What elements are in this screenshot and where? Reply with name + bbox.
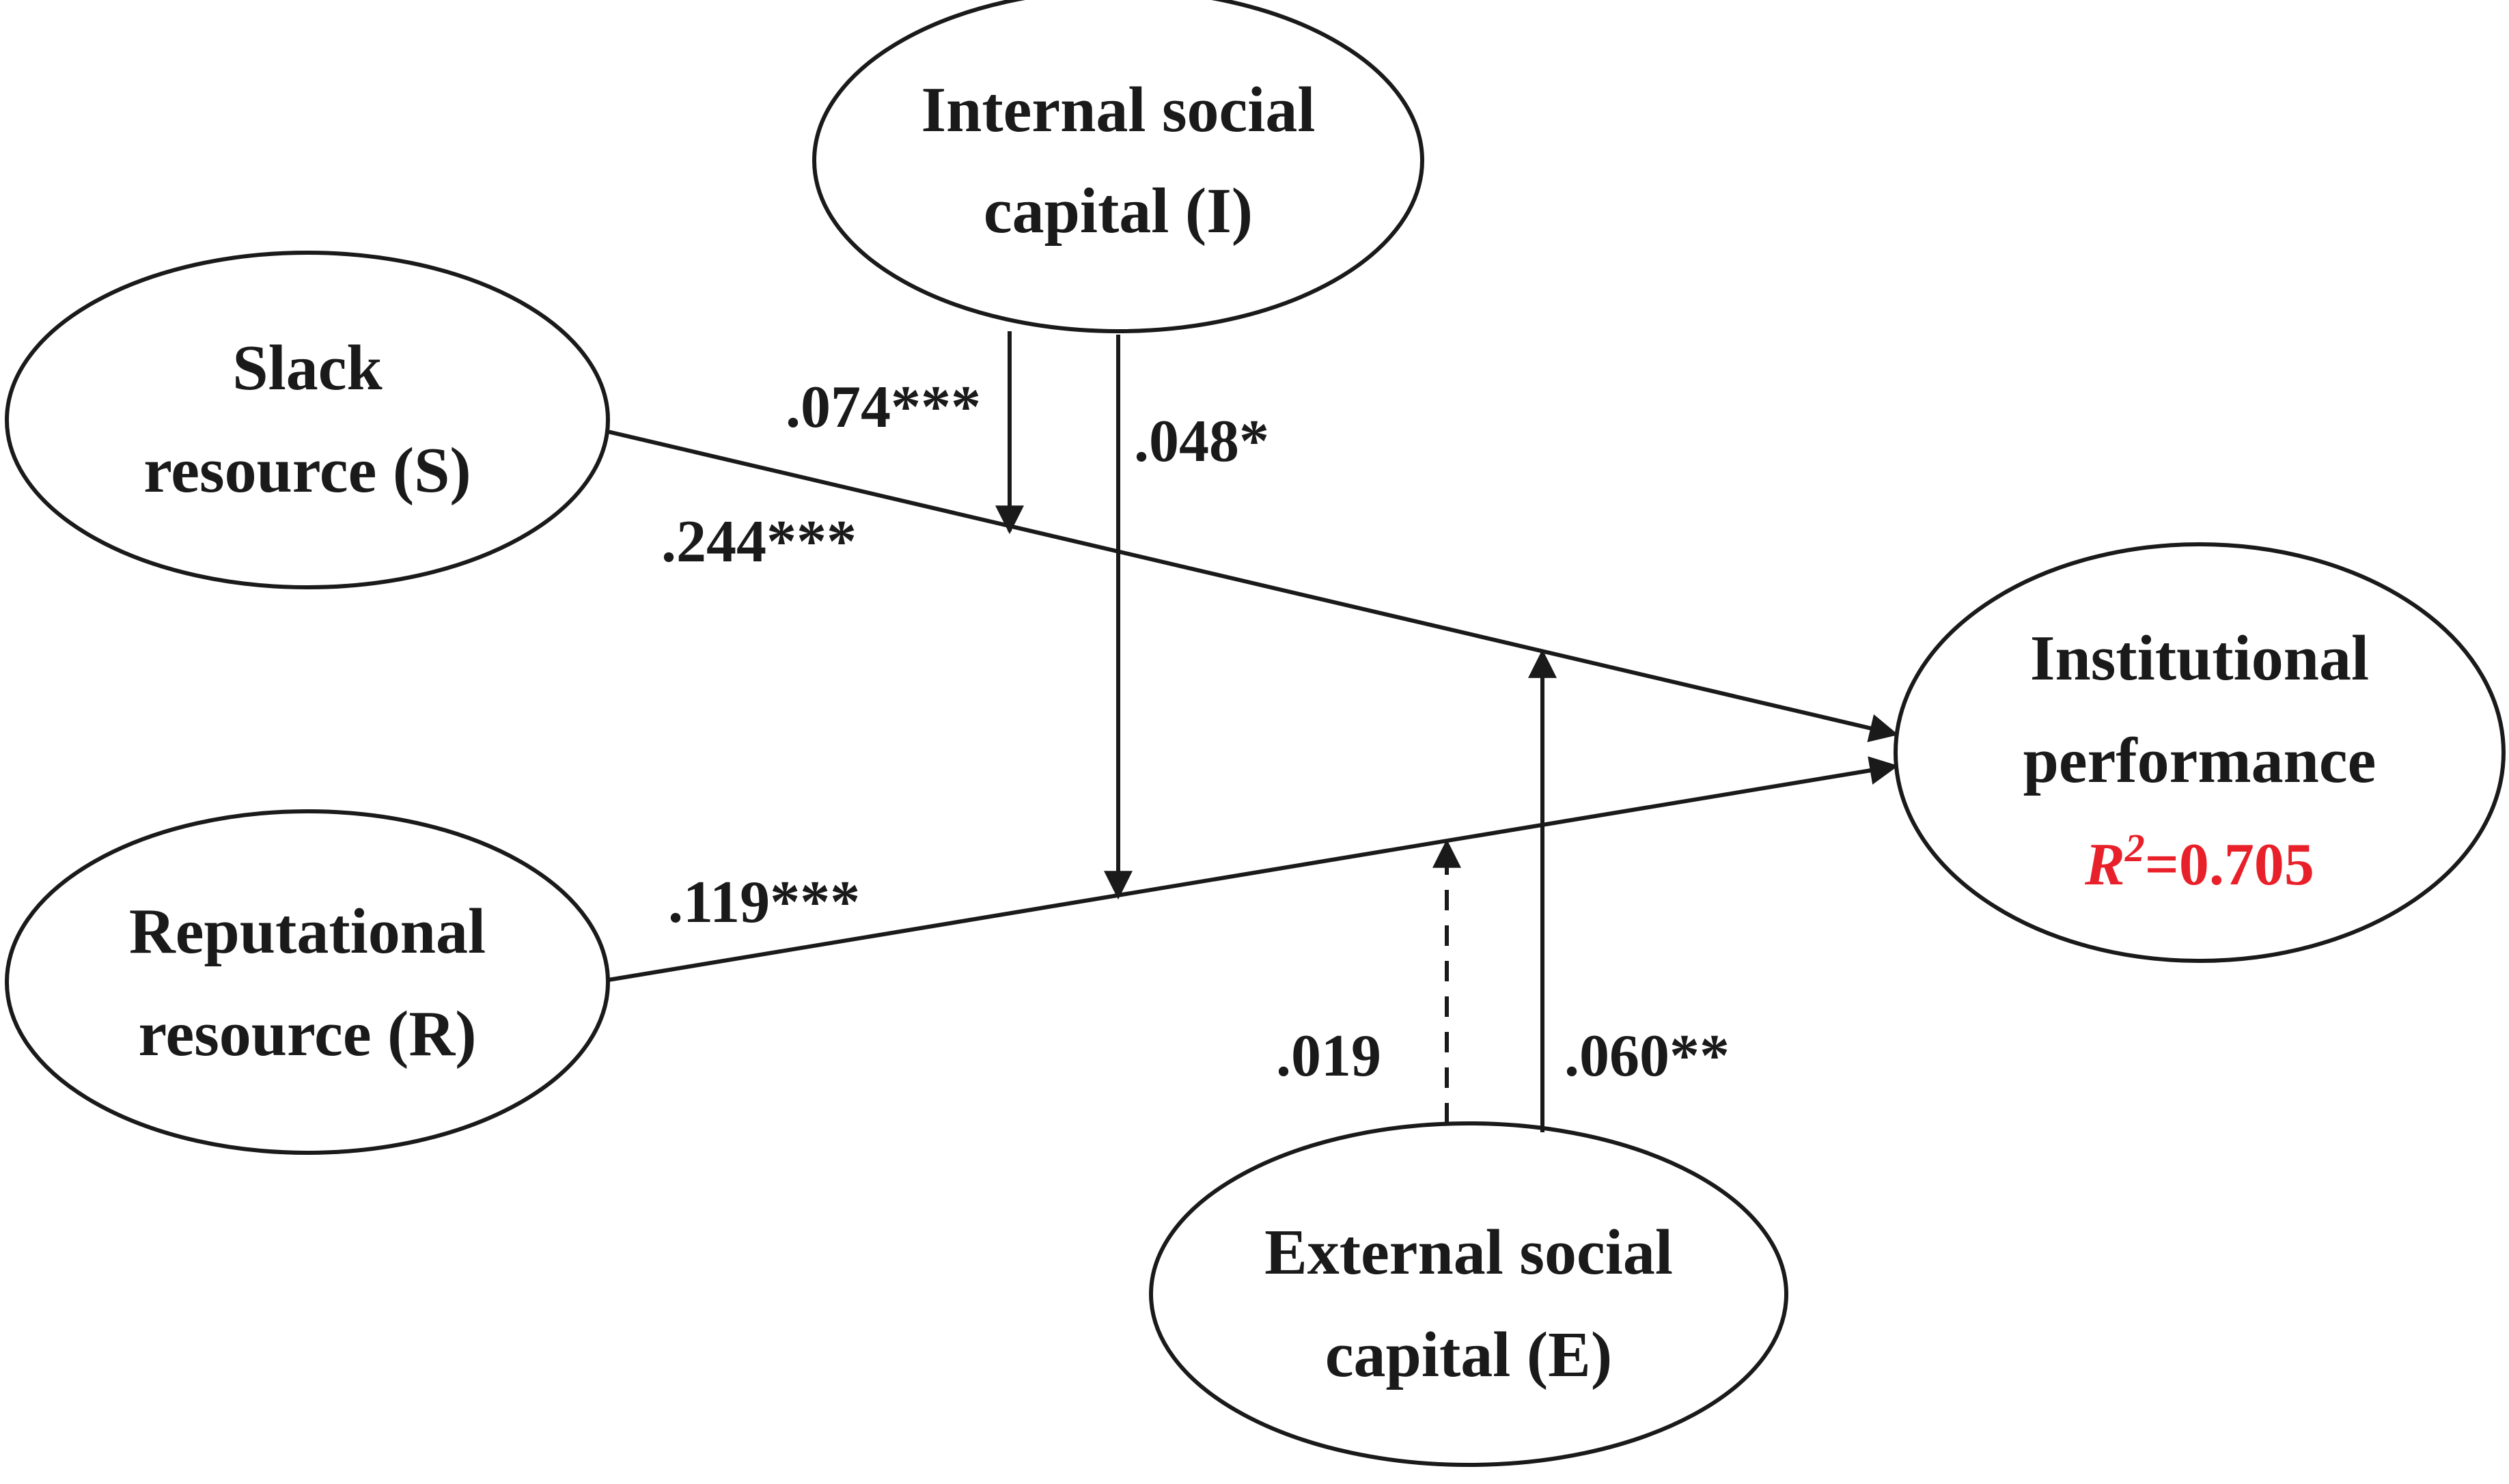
internal-label-line2: capital (I) [984, 176, 1253, 247]
reputational-label-line1: Reputational [129, 896, 486, 967]
slack-label-line2: resource (S) [143, 435, 471, 506]
slack-label-line1: Slack [232, 333, 383, 404]
external-capital-node [1149, 1121, 1788, 1467]
slack-resource-node [5, 251, 610, 589]
performance-label-line1: Institutional [2030, 623, 2369, 694]
r-squared-symbol: R [2084, 832, 2125, 898]
r-squared-label: R2=0.705 [2084, 826, 2314, 898]
path-slack-to-performance [607, 430, 1899, 742]
internal-label-line1: Internal social [921, 74, 1315, 145]
coef-external-slack: .060** [1564, 1023, 1730, 1089]
reputational-label-line2: resource (R) [138, 998, 476, 1069]
performance-node [1894, 542, 2506, 963]
performance-label-line2: performance [2023, 725, 2376, 796]
reputational-resource-node [5, 809, 610, 1155]
external-label-line1: External social [1264, 1217, 1673, 1288]
internal-capital-node [812, 0, 1424, 333]
coef-reputational-performance: .119*** [668, 869, 860, 936]
r-squared-value: =0.705 [2145, 832, 2314, 898]
coef-internal-slack: .074*** [786, 374, 981, 440]
path-reputational-to-performance [607, 756, 1899, 982]
coef-external-reputational: .019 [1276, 1023, 1381, 1089]
coef-internal-reputational: .048* [1134, 408, 1269, 475]
coef-slack-performance: .244*** [661, 509, 857, 575]
external-label-line2: capital (E) [1325, 1319, 1612, 1390]
r-squared-superscript: 2 [2124, 826, 2145, 870]
